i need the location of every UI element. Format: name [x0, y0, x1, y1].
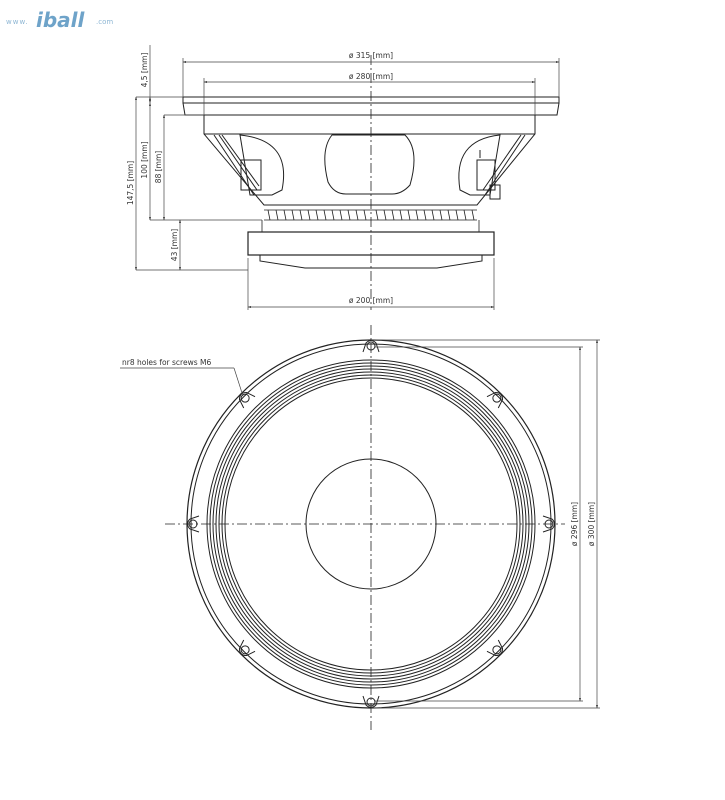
dim-magnet-diameter: ø 200 [mm]	[349, 296, 393, 305]
flange-lower	[182, 102, 560, 116]
dim-outer-diameter: ø 315 [mm]	[349, 51, 393, 60]
dim-overall-depth: 147,5 [mm]	[126, 161, 135, 205]
logo-prefix: www.	[6, 18, 29, 26]
cooling-fins	[261, 209, 480, 232]
basket-outline	[203, 115, 536, 206]
magnet-back-plate	[259, 255, 483, 269]
dim-basket-depth: 100 [mm]	[140, 141, 149, 178]
side-view	[182, 55, 560, 310]
dim-flange-thickness: 4,5 [mm]	[140, 53, 149, 88]
terminal	[489, 184, 501, 200]
dim-cutout-depth: 88 [mm]	[154, 151, 163, 183]
dim-magnet-depth: 43 [mm]	[170, 229, 179, 261]
logo-suffix: .com	[96, 18, 114, 26]
dim-front-outer-diameter: ø 300 [mm]	[587, 502, 596, 546]
dim-bolt-circle-diameter: ø 296 [mm]	[570, 502, 579, 546]
front-view	[165, 325, 565, 730]
dim-baffle-diameter: ø 280 [mm]	[349, 72, 393, 81]
left-window	[239, 134, 285, 196]
mounting-holes	[187, 340, 555, 708]
surround	[206, 359, 536, 689]
holes-annotation: nr8 holes for screws M6	[122, 358, 211, 367]
dust-cap	[305, 458, 437, 590]
watermark-logo: www. iball .com	[6, 6, 126, 40]
right-window	[458, 134, 501, 196]
logo-name: iball	[36, 8, 85, 32]
magnet	[247, 231, 495, 256]
side-view-dimensions	[134, 45, 560, 310]
center-window	[324, 134, 415, 195]
front-view-dimensions	[120, 339, 600, 709]
